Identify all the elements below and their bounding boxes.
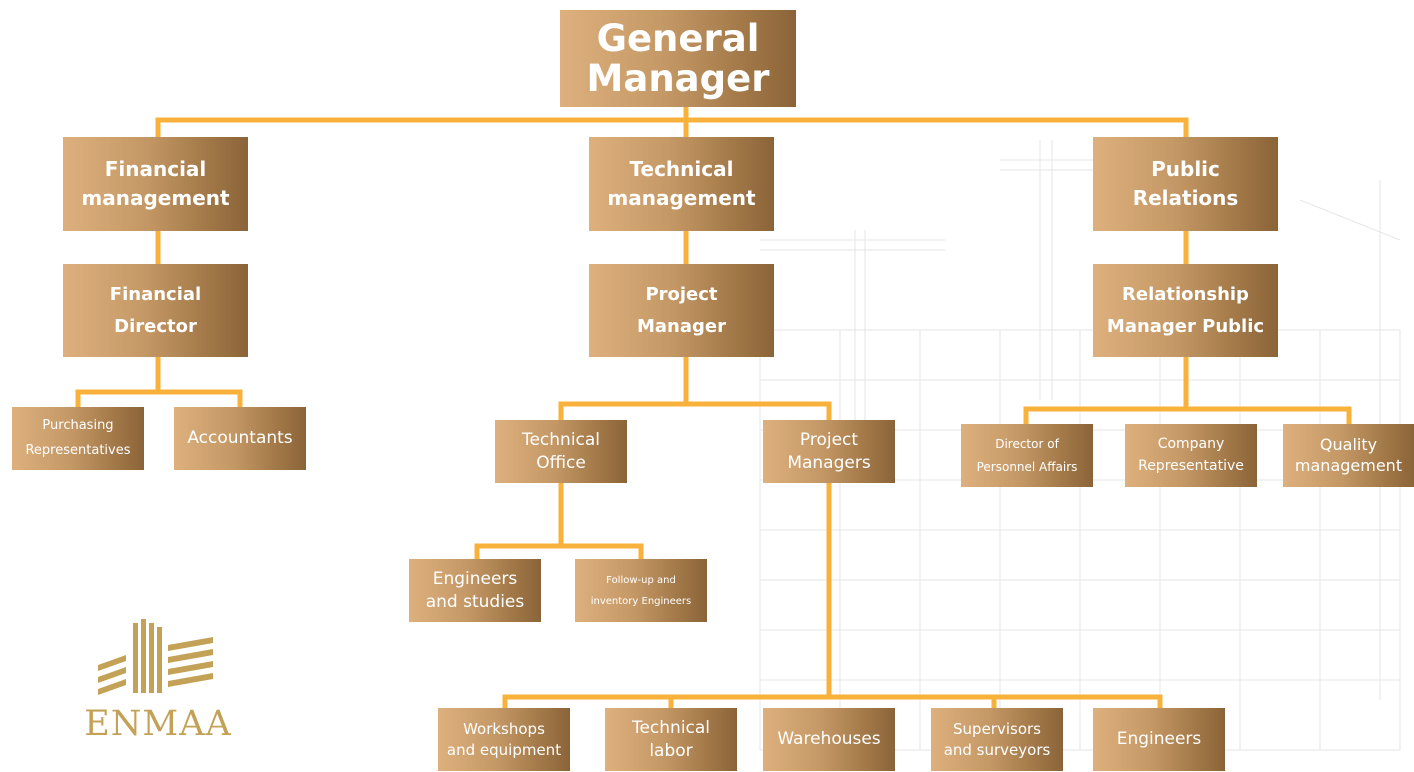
followup-inventory-box: Follow-up and inventory Engineers — [575, 559, 707, 622]
project-managers-line1: Project — [799, 429, 859, 450]
followup-line2: inventory Engineers — [590, 595, 692, 607]
financial-management-line2: management — [81, 186, 230, 210]
engineers-label: Engineers — [1116, 729, 1202, 750]
public-relations-line1: Public — [1151, 157, 1220, 181]
workshops-line1: Workshops — [463, 720, 545, 739]
warehouses-label: Warehouses — [777, 729, 881, 750]
technical-management-line1: Technical — [629, 157, 734, 181]
warehouses-box: Warehouses — [763, 708, 895, 771]
financial-director-line1: Financial — [109, 284, 202, 305]
financial-director-line2: Director — [114, 315, 197, 337]
project-manager-line1: Project — [645, 284, 718, 305]
purchasing-line1: Purchasing — [42, 417, 114, 433]
relationship-manager-line2: Manager Public — [1106, 315, 1265, 337]
workshops-line2: and equipment — [446, 740, 562, 759]
purchasing-line2: Representatives — [25, 442, 131, 458]
engineers-box: Engineers — [1093, 708, 1225, 771]
financial-management-line1: Financial — [104, 157, 207, 181]
technical-labor-line2: labor — [649, 740, 693, 761]
relationship-manager-line1: Relationship — [1122, 284, 1249, 305]
technical-office-line1: Technical — [521, 429, 601, 450]
project-manager-line2: Manager — [637, 315, 726, 337]
technical-management-box: Technical management — [589, 137, 774, 231]
technical-labor-line1: Technical — [631, 717, 711, 738]
engineers-studies-line1: Engineers — [432, 568, 518, 589]
technical-office-line2: Office — [536, 452, 586, 473]
general-manager-line2: Manager — [586, 56, 770, 100]
supervisors-line1: Supervisors — [953, 720, 1041, 739]
building-logo-icon — [98, 619, 213, 695]
technical-management-line2: management — [607, 186, 756, 210]
financial-management-box: Financial management — [63, 137, 248, 231]
followup-line1: Follow-up and — [606, 574, 676, 586]
engineers-studies-line2: and studies — [425, 591, 525, 612]
quality-line1: Quality — [1319, 434, 1378, 454]
quality-line2: management — [1294, 455, 1403, 475]
supervisors-line2: and surveyors — [943, 740, 1051, 759]
personnel-line1: Director of — [995, 436, 1059, 451]
accountants-box: Accountants — [174, 407, 306, 470]
public-relations-line2: Relations — [1132, 186, 1239, 210]
general-manager-line1: General — [596, 16, 760, 60]
accountants-label: Accountants — [187, 428, 293, 449]
personnel-line2: Personnel Affairs — [976, 459, 1078, 474]
personnel-affairs-box: Director of Personnel Affairs — [961, 424, 1093, 487]
company-rep-line2: Representative — [1138, 457, 1244, 474]
company-rep-line1: Company — [1157, 435, 1225, 452]
brand-name: ENMAA — [84, 704, 232, 744]
project-managers-line2: Managers — [787, 452, 871, 473]
